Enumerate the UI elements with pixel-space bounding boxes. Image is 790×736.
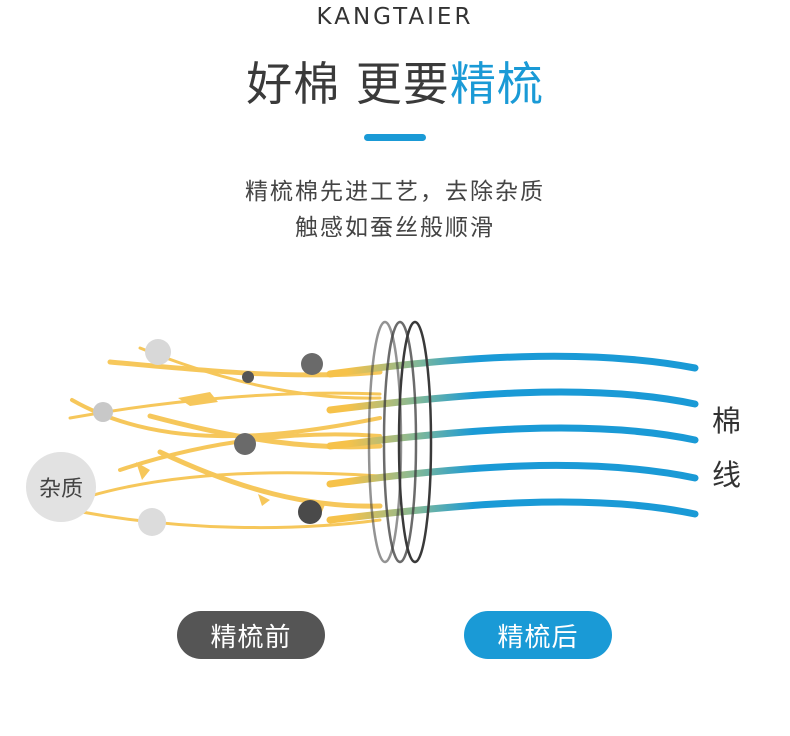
impurity-dot-icon: [93, 339, 323, 536]
cotton-yarn-label-1: 棉: [712, 404, 742, 438]
accent-divider: [364, 134, 426, 141]
before-combing-button[interactable]: 精梳前: [177, 611, 325, 659]
brand-name: KANGTAIER: [316, 4, 474, 30]
headline-accent: 精梳: [449, 57, 544, 111]
combing-illustration: [68, 320, 699, 564]
before-combing-label: 精梳前: [210, 622, 292, 653]
impurity-bubble: 杂质: [26, 452, 96, 522]
description-line-2: 触感如蚕丝般顺滑: [295, 215, 495, 241]
comb-ring-icon: [367, 320, 433, 564]
impurity-label: 杂质: [38, 477, 83, 502]
description-line-1: 精梳棉先进工艺，去除杂质: [245, 179, 545, 205]
headline-main: 好棉 更要: [246, 57, 450, 111]
combed-fibers: [326, 352, 699, 524]
after-combing-button[interactable]: 精梳后: [464, 611, 612, 659]
cotton-yarn-label-2: 线: [712, 458, 742, 492]
after-combing-label: 精梳后: [497, 622, 579, 653]
headline: 好棉 更要精梳: [0, 48, 790, 114]
